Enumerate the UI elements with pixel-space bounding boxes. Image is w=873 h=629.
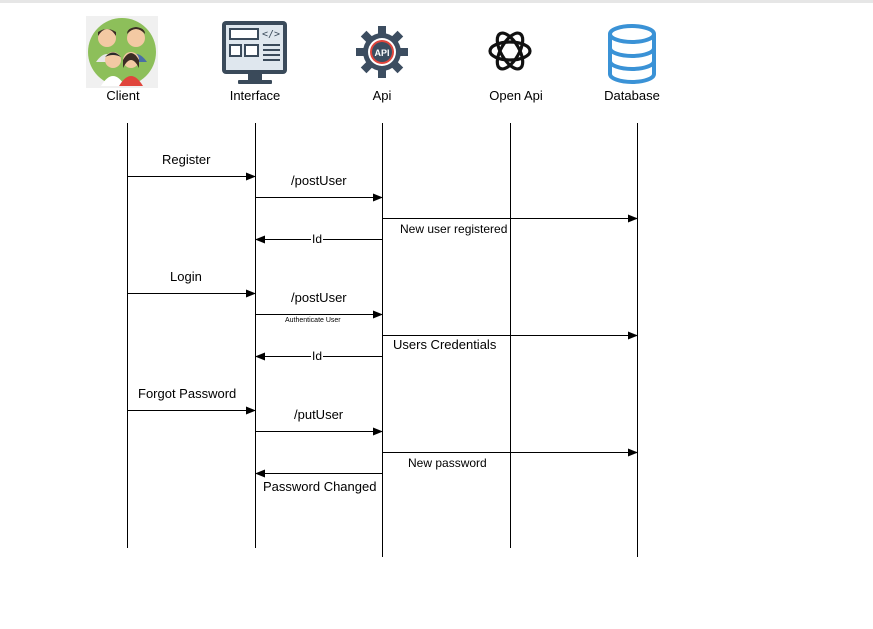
message-password-changed: Password Changed (263, 479, 377, 494)
message-users-credentials: Users Credentials (392, 337, 498, 352)
actor-label-client: Client (106, 88, 140, 103)
message-register: Register (162, 152, 211, 167)
api-gear-icon: API (356, 26, 408, 78)
actor-label-api: Api (372, 88, 392, 103)
api-badge-text: API (374, 48, 389, 58)
interface-monitor-icon: </> (222, 21, 287, 84)
message-authenticate-user: Authenticate User (285, 317, 341, 324)
actor-label-database: Database (604, 88, 660, 103)
message-login: Login (170, 269, 202, 284)
message-id-2: Id (311, 349, 324, 363)
openai-logo-icon (488, 31, 532, 71)
actor-label-open-api: Open Api (489, 88, 543, 103)
message-put-user: /putUser (294, 407, 344, 422)
top-border (0, 0, 873, 3)
message-new-password: New password (408, 456, 487, 470)
message-forgot-password: Forgot Password (138, 386, 237, 401)
message-post-user-2: /postUser (291, 290, 347, 305)
actor-label-interface: Interface (229, 88, 281, 103)
database-icon (608, 24, 656, 84)
client-group-icon (86, 16, 158, 88)
svg-text:</>: </> (262, 29, 280, 40)
message-new-user-registered: New user registered (400, 222, 508, 236)
message-post-user-1: /postUser (291, 173, 347, 188)
message-id-1: Id (311, 232, 324, 246)
